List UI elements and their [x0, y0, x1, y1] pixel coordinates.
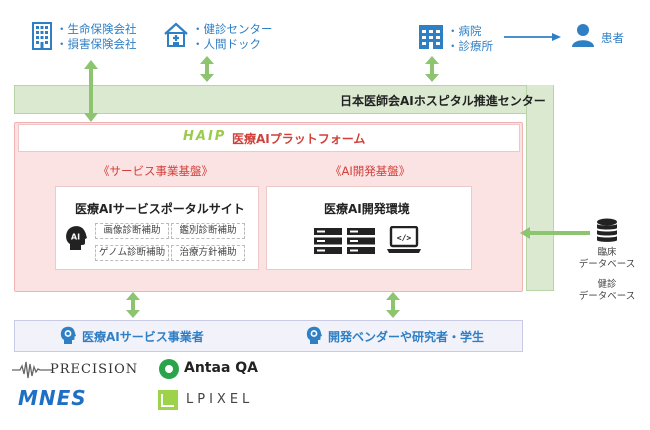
antaa-logo: Antaa QA	[184, 360, 258, 376]
health-label-2: ・人間ドック	[192, 37, 261, 51]
antaa-logo-mark	[159, 359, 179, 379]
lpixel-logo: LPIXEL	[186, 392, 254, 407]
tag-differential-diagnosis: 鑑別診断補助	[171, 223, 245, 239]
svg-text:AI: AI	[71, 233, 80, 242]
hospital-icon	[419, 25, 443, 49]
tag-image-diagnosis: 画像診断補助	[95, 223, 169, 239]
db-clinical-label-2: データベース	[578, 259, 636, 270]
platform-title: 医療AIプラットフォーム	[232, 132, 366, 146]
precision-waveform-logo	[12, 361, 52, 379]
double-arrow-service	[126, 292, 140, 318]
users-bar	[14, 320, 523, 352]
ai-head-icon: AI	[66, 226, 87, 250]
mnes-logo: MNES	[18, 386, 87, 410]
arrow-database-to-platform	[520, 227, 590, 239]
health-center-icon	[164, 22, 188, 47]
service-providers-label: 医療AIサービス事業者	[82, 330, 204, 344]
dev-base-heading: 《AI開発基盤》	[330, 164, 411, 178]
gear-head-icon	[60, 326, 76, 344]
lpixel-logo-mark	[158, 390, 178, 410]
tag-treatment-policy: 治療方針補助	[171, 245, 245, 261]
service-base-heading: 《サービス事業基盤》	[98, 164, 213, 178]
insurance-label-2: ・損害保険会社	[56, 37, 137, 51]
double-arrow-hospital	[425, 56, 439, 82]
green-center-band-right	[526, 85, 554, 291]
server-icon	[314, 228, 375, 254]
patient-person-icon	[572, 24, 594, 47]
platform-title-bar	[18, 124, 520, 152]
svg-text:</>: </>	[397, 234, 412, 243]
precision-logo: PRECISION	[50, 362, 139, 377]
double-arrow-insurance	[84, 60, 98, 122]
db-health-label-2: データベース	[578, 291, 636, 302]
database-icon	[597, 218, 617, 242]
office-building-icon	[32, 22, 52, 50]
laptop-code-icon: </>	[387, 226, 421, 253]
green-center-title: 日本医師会AIホスピタル推進センター	[340, 94, 546, 108]
double-arrow-dev	[386, 292, 400, 318]
gear-head-icon	[306, 326, 322, 344]
db-clinical-label-1: 臨床	[597, 247, 617, 258]
service-portal-title: 医療AIサービスポータルサイト	[75, 202, 245, 216]
arrow-to-patient	[504, 33, 561, 41]
hospital-label-2: ・診療所	[447, 39, 493, 53]
dev-environment-title: 医療AI開発環境	[324, 202, 410, 216]
tag-genome-diagnosis: ゲノム診断補助	[95, 245, 169, 261]
health-label-1: ・健診センター	[192, 22, 273, 36]
green-center-band-top	[14, 85, 554, 114]
double-arrow-health	[200, 56, 214, 82]
insurance-label-1: ・生命保険会社	[56, 22, 137, 36]
db-health-label-1: 健診	[597, 279, 617, 290]
developers-label: 開発ベンダーや研究者・学生	[328, 330, 485, 344]
patient-label: 患者	[601, 31, 624, 45]
hospital-label-1: ・病院	[447, 24, 482, 38]
haip-logo: HAIP	[183, 129, 227, 144]
